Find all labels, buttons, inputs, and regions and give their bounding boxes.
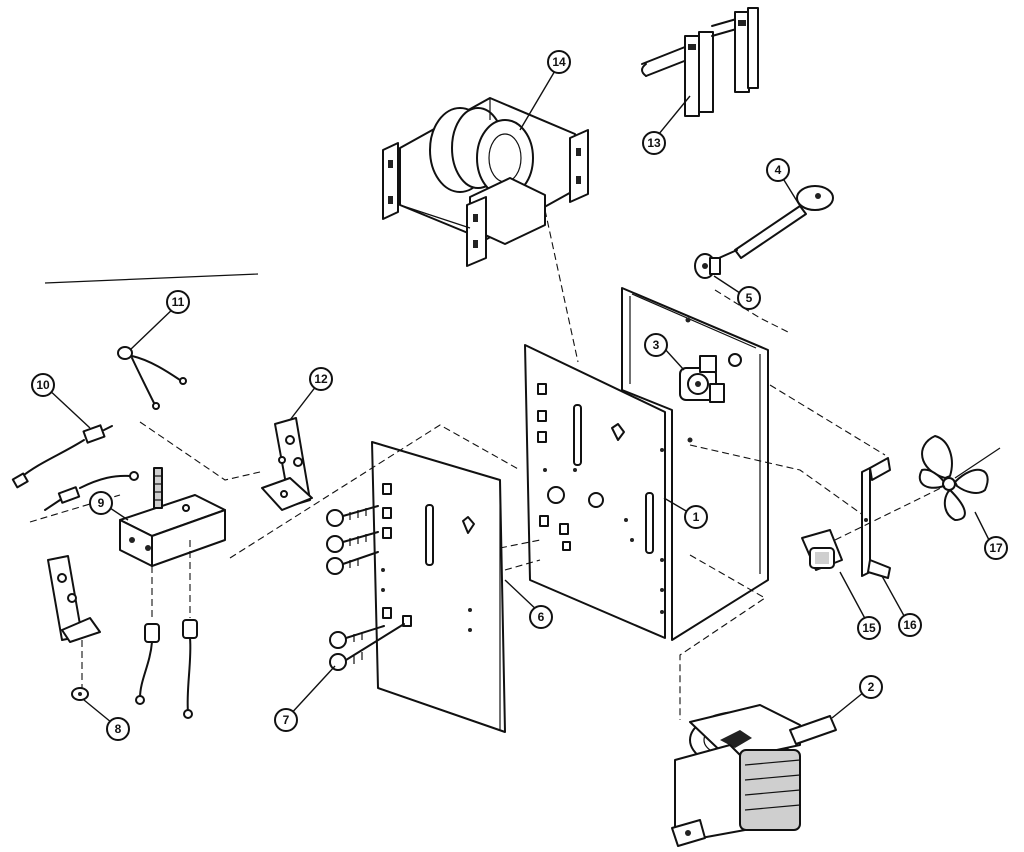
diode-leads [135, 619, 198, 719]
svg-text:9: 9 [98, 496, 105, 510]
terminal-contacts [641, 7, 759, 117]
callout-9: 9 [89, 491, 113, 515]
guide-line [714, 289, 789, 333]
svg-text:11: 11 [172, 295, 185, 309]
svg-text:15: 15 [862, 621, 876, 635]
callout-10: 10 [31, 373, 55, 397]
handle-knob [718, 185, 834, 259]
sensor-lead [44, 471, 139, 511]
callout-1: 1 [684, 505, 708, 529]
thermostat-lead [11, 424, 113, 489]
leader-14 [519, 63, 560, 131]
svg-text:8: 8 [115, 722, 122, 736]
coil-assembly [382, 97, 589, 267]
shaft-bushing [694, 253, 721, 279]
lower-bracket [47, 555, 101, 643]
mounting-screws [326, 505, 405, 671]
guide-line [504, 559, 541, 571]
guide-line [229, 424, 521, 559]
leader-7 [287, 665, 336, 718]
svg-text:16: 16 [903, 618, 917, 632]
callout-11: 11 [166, 290, 190, 314]
svg-text:10: 10 [36, 378, 50, 392]
svg-text:17: 17 [989, 541, 1003, 555]
callout-12: 12 [309, 367, 333, 391]
fan-motor [801, 529, 843, 571]
leader-11 [129, 304, 178, 351]
leader-10 [45, 386, 91, 429]
guide-line [499, 539, 541, 549]
guide-line [769, 384, 886, 456]
svg-text:5: 5 [746, 291, 753, 305]
angle-bracket [261, 417, 313, 511]
svg-text:1: 1 [693, 510, 700, 524]
reference-line [44, 273, 259, 284]
guide-line [689, 444, 871, 521]
svg-text:7: 7 [283, 713, 290, 727]
transformer [671, 704, 837, 847]
callout-17: 17 [984, 536, 1008, 560]
guide-line [679, 554, 767, 720]
callout-14: 14 [547, 50, 571, 74]
callout-8: 8 [106, 717, 130, 741]
callout-2: 2 [859, 675, 883, 699]
guide-line [544, 209, 579, 363]
leader-15 [839, 571, 870, 627]
callout-16: 16 [898, 613, 922, 637]
svg-text:3: 3 [653, 338, 660, 352]
nut [71, 687, 89, 701]
callout-5: 5 [737, 286, 761, 310]
svg-text:13: 13 [647, 136, 661, 150]
leader-3 [663, 347, 685, 371]
rotary-switch [679, 355, 725, 403]
svg-text:4: 4 [775, 163, 782, 177]
callout-3: 3 [644, 333, 668, 357]
guide-line [834, 485, 946, 541]
fan-bracket [861, 457, 891, 579]
callout-7: 7 [274, 708, 298, 732]
svg-text:2: 2 [868, 680, 875, 694]
lamp-lead [117, 346, 187, 410]
rectifier-bracket [119, 467, 226, 567]
callout-6: 6 [529, 605, 553, 629]
guide-line [139, 421, 261, 481]
chassis-front-plate [524, 344, 769, 641]
svg-text:6: 6 [538, 610, 545, 624]
fan-blade [918, 435, 1001, 521]
callout-15: 15 [857, 616, 881, 640]
svg-text:14: 14 [552, 55, 566, 69]
svg-text:12: 12 [314, 372, 328, 386]
callout-4: 4 [766, 158, 790, 182]
callout-13: 13 [642, 131, 666, 155]
front-panel [371, 441, 506, 733]
